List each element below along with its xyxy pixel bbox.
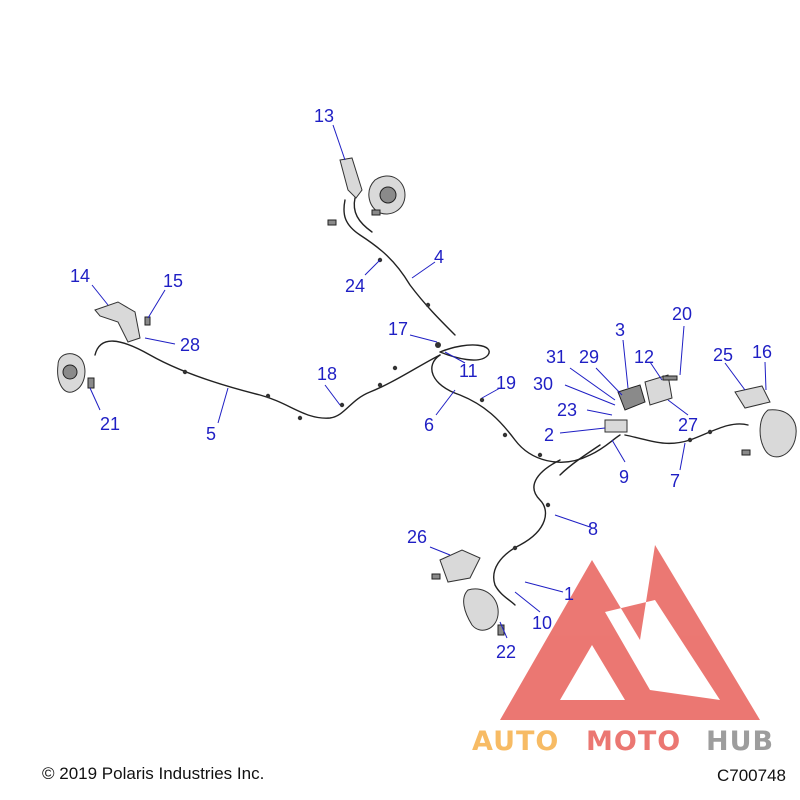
watermark-text-auto: AUTO: [472, 726, 559, 757]
callout-14: 14: [70, 266, 90, 286]
callout-3: 3: [615, 320, 625, 340]
callout-25: 25: [713, 345, 733, 365]
callout-1: 1: [564, 584, 574, 604]
caliper-piston: [379, 186, 397, 204]
clip: [545, 502, 551, 508]
clip: [537, 452, 543, 458]
brake-line-5: [94, 340, 441, 419]
brake-switch: [604, 419, 628, 433]
clip: [687, 437, 693, 443]
watermark-text-moto: MOTO: [586, 726, 681, 757]
copyright-text: © 2019 Polaris Industries Inc.: [42, 764, 265, 783]
callout-26: 26: [407, 527, 427, 547]
caliper-piston: [62, 364, 78, 380]
leader-lines: [89, 124, 767, 639]
callout-15: 15: [163, 271, 183, 291]
callout-21: 21: [100, 414, 120, 434]
clip: [377, 382, 383, 388]
clip: [502, 432, 508, 438]
callout-19: 19: [496, 373, 516, 393]
brake-line-4: [343, 199, 456, 336]
callout-6: 6: [424, 415, 434, 435]
bolt: [327, 219, 337, 226]
clip: [297, 415, 303, 421]
bolt: [431, 573, 441, 580]
callout-9: 9: [619, 467, 629, 487]
callout-4: 4: [434, 247, 444, 267]
clip: [512, 545, 518, 551]
callout-23: 23: [557, 400, 577, 420]
bracket-14: [94, 301, 141, 343]
clip: [182, 369, 188, 375]
clip: [339, 402, 345, 408]
callout-5: 5: [206, 424, 216, 444]
watermark-text-hub: HUB: [706, 726, 774, 757]
line-clips: [182, 257, 713, 551]
callout-10: 10: [532, 613, 552, 633]
callout-31: 31: [546, 347, 566, 367]
callout-17: 17: [388, 319, 408, 339]
bolt: [371, 209, 381, 216]
callout-12: 12: [634, 347, 654, 367]
callout-24: 24: [345, 276, 365, 296]
brake-line-8: [493, 459, 561, 606]
brake-line-11-loop: [439, 344, 490, 361]
callout-22: 22: [496, 642, 516, 662]
callout-labels: 13 4 24 14 15 28 21 5 18 17 11 19 6 3 29…: [70, 106, 772, 662]
clip: [265, 393, 271, 399]
callout-7: 7: [670, 471, 680, 491]
components: [57, 157, 797, 636]
bolt: [87, 377, 95, 389]
watermark-logo: AUTO MOTO HUB: [472, 545, 774, 757]
drawing-code: C700748: [716, 766, 786, 785]
clip: [479, 397, 485, 403]
clip: [435, 342, 441, 348]
caliper-rear-left: [463, 588, 499, 631]
bracket-26: [439, 549, 481, 583]
callout-11: 11: [459, 361, 478, 381]
callout-29: 29: [579, 347, 599, 367]
bolt: [741, 449, 751, 456]
callout-13: 13: [314, 106, 334, 126]
callout-27: 27: [678, 415, 698, 435]
callout-2: 2: [544, 425, 554, 445]
clip: [707, 429, 713, 435]
brake-line-4-return: [353, 197, 373, 233]
callout-20: 20: [672, 304, 692, 324]
bracket-25: [734, 385, 771, 409]
callout-8: 8: [588, 519, 598, 539]
callout-30: 30: [533, 374, 553, 394]
brake-line-8b: [559, 444, 601, 476]
watermark-triangle-shape: [500, 545, 760, 720]
bolt: [662, 375, 678, 381]
callout-16: 16: [752, 342, 772, 362]
clip: [392, 365, 398, 371]
brake-line-6: [431, 354, 621, 463]
callout-18: 18: [317, 364, 337, 384]
caliper-rear-right: [759, 409, 797, 458]
bolt: [144, 316, 151, 326]
callout-28: 28: [180, 335, 200, 355]
bracket-13: [339, 157, 363, 199]
clip: [425, 302, 431, 308]
master-cylinder: [617, 384, 646, 411]
brake-lines: [94, 197, 749, 606]
